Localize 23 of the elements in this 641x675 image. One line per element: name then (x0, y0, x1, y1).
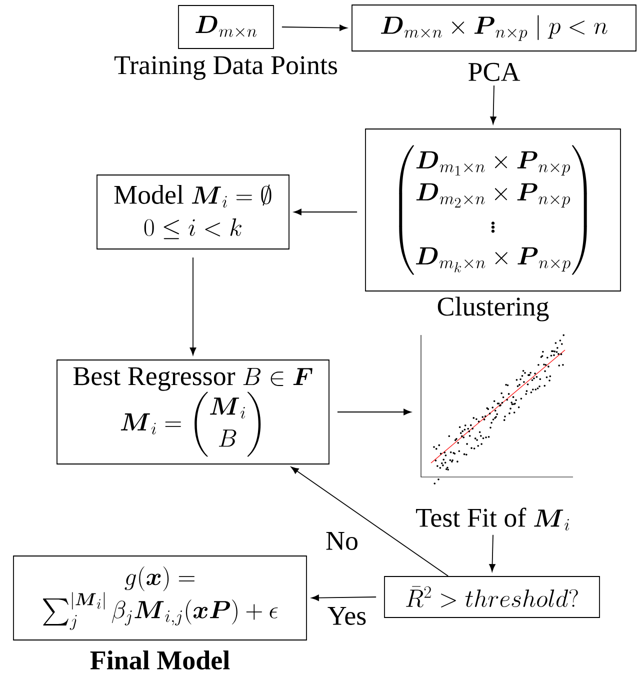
arrow (282, 24, 348, 31)
arrow (489, 534, 496, 572)
arrow (190, 257, 196, 356)
node-label: $\text{Test Fit of }\boldsymbol{M}_i$ (416, 508, 570, 531)
arrow (290, 466, 448, 576)
node-label: Training Data Points (114, 56, 338, 80)
process-box: $\text{Best Regressor }B\in \boldsymbol{F}$ $\boldsymbol{M}_i=\begin{pmatrix}\boldsymbol{M}_i\\ B\end{pmatrix}$ (56, 360, 330, 464)
edge-label: Yes (328, 607, 366, 625)
process-box: $\boldsymbol{D}_{m\times n}\times \boldsymbol{P}_{n\times p} \mid p<n$ (352, 4, 636, 52)
arrow (337, 408, 412, 416)
node-label: Final Model (90, 650, 230, 670)
process-box: $\text{Model }\boldsymbol{M}_i=\emptyset$ $0\le i<k$ (96, 174, 290, 250)
edge-label: No (326, 532, 358, 550)
process-box: $\boldsymbol{D}_{m\times n}$ (178, 5, 274, 49)
scatter-plot-drawing (420, 334, 574, 484)
decision-box: $\bar{R}^2>threshold?$ (384, 576, 600, 618)
arrow (490, 85, 496, 124)
node-label: PCA (468, 62, 520, 82)
arrow (311, 594, 376, 601)
arrow (294, 208, 358, 216)
process-box: $g(\boldsymbol{x})=$ $\textstyle\sum_j^{|\boldsymbol{M}_i|}\beta_j\boldsymbol{M}_{i,j}(\boldsymbol{x}\boldsymbol{P})+\epsilon$ (13, 556, 307, 640)
node-label: Clustering (438, 296, 549, 322)
matrix-box: $\begin{pmatrix}\boldsymbol{D}_{m_1\times n}\times \boldsymbol{P}_{n\times p}\\ \boldsymbol{D}_{m_2\times n}\times \boldsymbol{P}_{n\times p}\\ \vdots \\ \boldsymbol{D}_{m_k\times n}\times \boldsymbol{P}_{n\times p}\end{pmatrix}$ (365, 128, 621, 292)
